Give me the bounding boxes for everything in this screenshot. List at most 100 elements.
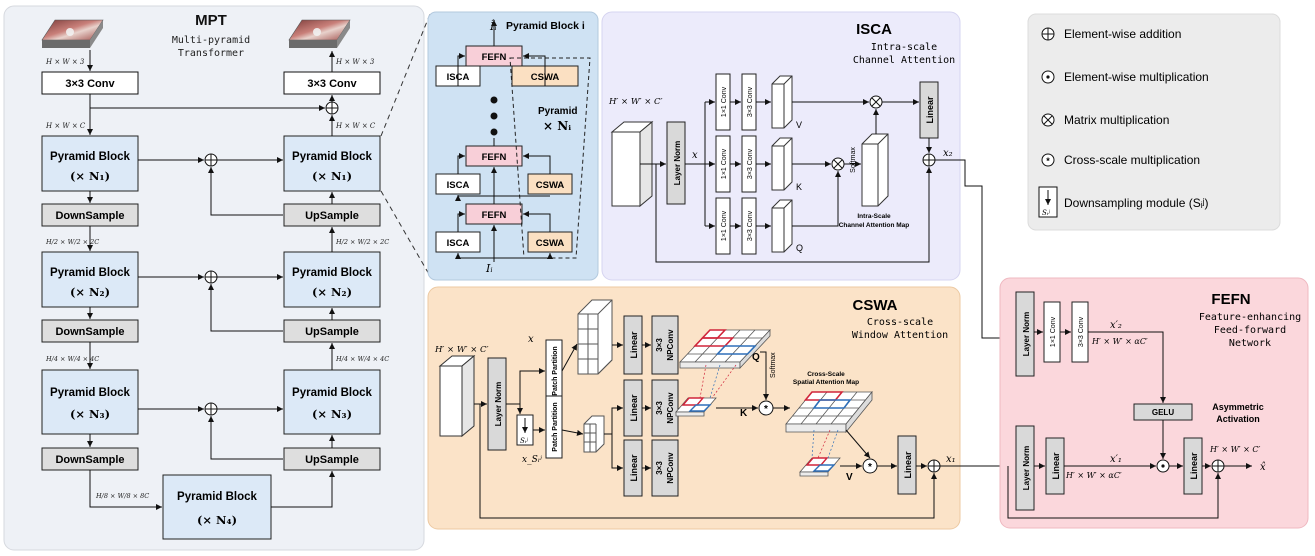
mpt-title: MPT [195,12,227,29]
cswa-npconv-q-1: 3×3 [655,338,664,352]
isca-x: x [692,150,698,161]
pb2l-n: (× N₂) [70,285,110,299]
cswa-map-2: Spatial Attention Map [793,379,859,386]
pyr-isca-3-label: ISCA [447,238,470,249]
isca-map-2: Channel Attention Map [839,222,910,229]
fefn-mult-icon [1157,460,1169,472]
isca-conv3-q: 3×3 Conv [747,210,754,241]
pb2r-label: Pyramid Block [292,267,372,279]
cswa-npconv-k-1: 3×3 [655,401,664,415]
cswa-x1: x₁ [946,454,956,465]
fefn-gelu-label: GELU [1152,408,1174,417]
isca-matmul-icon-2 [870,96,882,108]
cswa-softmax: Softmax [770,352,777,378]
add-icon-level3 [205,403,217,415]
fefn-subtitle-3: Network [1229,338,1271,349]
fefn-subtitle-2: Feed-forward [1214,325,1286,336]
fefn-out: x̂ [1260,462,1266,473]
fefn-subtitle-1: Feature-enhancing [1199,312,1301,323]
upsample-3-label: UpSample [305,454,359,466]
legend-matmul-icon [1042,114,1054,126]
isca-k: K [796,182,802,192]
dim-8c: H/8 × W/8 × 8C [95,492,149,500]
isca-attention-map [862,134,888,206]
svg-text:*: * [1046,156,1050,166]
add-icon-level2 [205,271,217,283]
pyramid-input-label: Iᵢ [485,262,493,275]
cswa-subtitle-1: Cross-scale [867,317,933,328]
cswa-cross-mult-icon-2: * [863,459,877,473]
cswa-patch-grid-small [584,416,604,452]
legend-matrix: Matrix multiplication [1064,113,1169,127]
cswa-layer-norm-label: Layer Norm [494,382,503,426]
svg-text:*: * [764,404,768,415]
dim-hwc-left: H × W × C [45,122,86,130]
downsample-1-label: DownSample [55,210,124,222]
pyramid-block-3-right [284,370,380,434]
pyr-cswa-3-label: CSWA [536,238,565,249]
pb1l-label: Pyramid Block [50,151,130,163]
cswa-patch-grid-large [578,300,612,374]
cswa-map-1: Cross-Scale [807,371,845,378]
cswa-npconv-k-2: NPConv [666,392,675,424]
fefn-dim-bottom: H′ × W′ × αC′ [1065,471,1122,480]
cswa-linear-v-label: Linear [629,454,639,482]
upsample-1-label: UpSample [305,210,359,222]
fefn-conv1-label: 1×1 Conv [1050,316,1057,347]
pb2r-n: (× N₂) [312,285,352,299]
isca-map-1: Intra-Scale [857,213,891,220]
isca-conv1-q: 1×1 Conv [721,210,728,241]
legend-mult-icon [1042,71,1054,83]
fefn-dim-top: H′ × W′ × αC′ [1091,337,1148,346]
add-icon-top [326,102,338,114]
pb1l-n: (× N₁) [70,169,110,183]
cswa-input-dim: H′ × W′ × C′ [434,345,489,355]
dim-hwc-right: H × W × C [335,122,376,130]
isca-add-icon [923,154,935,166]
cswa-v-label: V [846,472,853,483]
pyramid-title: Pyramid Block i [506,20,585,32]
conv-left-label: 3×3 Conv [65,78,115,90]
isca-conv3-k: 3×3 Conv [747,148,754,179]
cswa-xs: x_Sᵢʲ [522,455,543,465]
pb3r-label: Pyramid Block [292,387,372,399]
isca-layer-norm-label: Layer Norm [673,141,682,185]
pyramid-repeat-2: × Nᵢ [543,119,571,133]
dim-4c-right: H/4 × W/4 × 4C [335,355,389,363]
dim-hw3-right: H × W × 3 [335,58,375,66]
cswa-title: CSWA [853,297,898,314]
isca-conv1-k: 1×1 Conv [721,148,728,179]
pb3l-label: Pyramid Block [50,387,130,399]
isca-subtitle-2: Channel Attention [853,55,955,66]
pb3r-n: (× N₃) [312,407,352,421]
cswa-input-tensor [440,356,474,436]
cswa-pp2-label: Patch Partition [552,402,559,451]
fefn-title: FEFN [1211,291,1250,308]
isca-k-tensor [772,138,792,190]
cswa-linear-k-label: Linear [629,394,639,422]
dim-hw3-left: H × W × 3 [45,58,85,66]
pb3l-n: (× N₃) [70,407,110,421]
pb4-n: (× N₄) [197,513,237,527]
cswa-linear-out-label: Linear [903,451,913,479]
dim-4c-left: H/4 × W/4 × 4C [45,355,99,363]
cswa-s-label: Sᵢʲ [520,437,528,445]
cswa-k-label: K [740,408,748,419]
legend-multiplication: Element-wise multiplication [1064,70,1209,84]
legend-cross: Cross-scale multiplication [1064,153,1200,167]
upsample-2-label: UpSample [305,326,359,338]
cswa-cross-mult-icon-1: * [759,401,773,415]
isca-conv3-v: 3×3 Conv [747,86,754,117]
pyr-fefn-2-label: FEFN [482,152,507,163]
isca-v-tensor [772,76,792,128]
isca-input-dim: H′ × W′ × C′ [608,97,663,107]
isca-matmul-icon-1 [832,158,844,170]
isca-conv1-v: 1×1 Conv [721,86,728,117]
downsample-2-label: DownSample [55,326,124,338]
fefn-asym-2: Activation [1216,414,1260,424]
legend-downsampling: Downsampling module (Sᵢʲ) [1064,196,1209,210]
pyramid-block-4 [163,475,271,539]
add-icon-level1 [205,154,217,166]
fefn-ln-bottom-label: Layer Norm [1022,446,1031,490]
isca-subtitle-1: Intra-scale [871,42,937,53]
